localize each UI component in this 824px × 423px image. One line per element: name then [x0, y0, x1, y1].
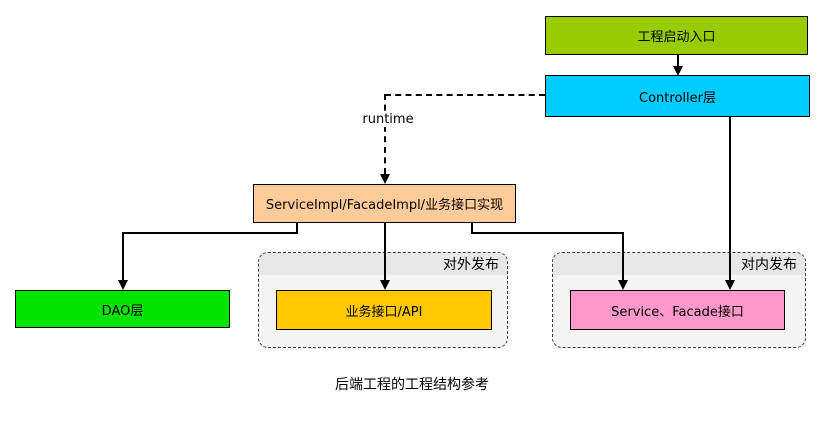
group-external-label: 对外发布 [443, 257, 499, 273]
group-internal-header: 对内发布 [553, 253, 805, 275]
arrowhead-impl-dao [118, 280, 128, 290]
node-entry: 工程启动入口 [545, 16, 808, 55]
group-internal-label: 对内发布 [741, 257, 797, 273]
arrowhead-impl-facade [618, 280, 628, 290]
node-service-impl-label: ServiceImpl/FacadeImpl/业务接口实现 [265, 198, 504, 213]
edge-runtime-vertical [384, 94, 386, 174]
node-controller: Controller层 [545, 75, 810, 117]
node-entry-label: 工程启动入口 [637, 30, 716, 45]
edge-impl-dao-seg2 [122, 232, 298, 234]
edge-controller-facade [729, 117, 731, 281]
edge-impl-dao-seg1 [296, 223, 298, 234]
group-external-header: 对外发布 [259, 253, 507, 275]
arrowhead-entry-controller [673, 66, 683, 76]
edge-impl-facade-seg2 [471, 232, 624, 234]
arrowhead-impl-api [380, 280, 390, 290]
node-service-facade-label: Service、Facade接口 [611, 304, 744, 320]
edge-impl-dao-seg3 [122, 232, 124, 280]
arrowhead-runtime [380, 174, 390, 184]
diagram-caption: 后端工程的工程结构参考 [335, 377, 489, 393]
node-api: 业务接口/API [276, 290, 492, 330]
edge-impl-api [384, 223, 386, 280]
node-api-label: 业务接口/API [345, 304, 423, 320]
edge-runtime-label: runtime [345, 112, 431, 127]
edge-runtime-horizontal [385, 94, 545, 96]
node-service-impl: ServiceImpl/FacadeImpl/业务接口实现 [253, 184, 516, 223]
node-service-facade: Service、Facade接口 [570, 290, 785, 330]
edge-entry-controller [677, 55, 679, 67]
edge-impl-facade-seg1 [471, 223, 473, 234]
node-dao-label: DAO层 [101, 303, 144, 319]
edge-impl-facade-seg3 [622, 232, 624, 280]
arrowhead-controller-facade [725, 280, 735, 290]
node-dao: DAO层 [15, 290, 230, 328]
node-controller-label: Controller层 [639, 90, 716, 106]
